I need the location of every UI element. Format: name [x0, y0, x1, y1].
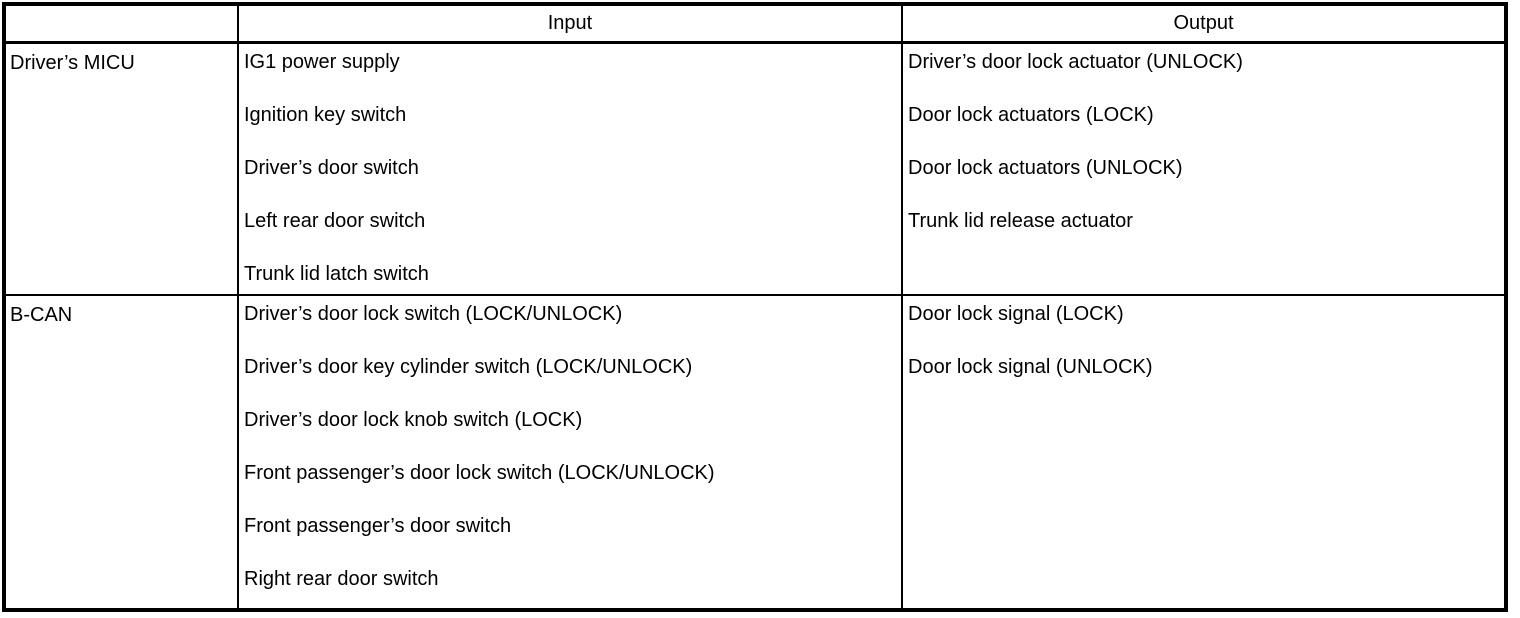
input-item: Trunk lid latch switch	[244, 263, 429, 285]
input-item: Front passenger’s door lock switch (LOCK…	[244, 462, 715, 484]
output-item: Door lock signal (LOCK)	[908, 303, 1124, 325]
input-item: Driver’s door switch	[244, 157, 419, 179]
row-label-drivers-micu: Driver’s MICU	[6, 44, 239, 296]
input-item: Driver’s door lock switch (LOCK/UNLOCK)	[244, 303, 623, 325]
input-item: Driver’s door key cylinder switch (LOCK/…	[244, 356, 693, 378]
input-item: Ignition key switch	[244, 104, 407, 126]
output-item: Door lock signal (UNLOCK)	[908, 356, 1153, 378]
output-item: Driver’s door lock actuator (UNLOCK)	[908, 51, 1243, 73]
output-cell-b-can: Door lock signal (LOCK) Door lock signal…	[903, 296, 1504, 608]
micu-input-output-table: Input Output Driver’s MICU IG1 power sup…	[2, 2, 1508, 612]
input-cell-b-can: Driver’s door lock switch (LOCK/UNLOCK) …	[239, 296, 903, 608]
column-header-output: Output	[903, 6, 1504, 44]
row-label-b-can: B-CAN	[6, 296, 239, 608]
input-item: Front passenger’s door switch	[244, 515, 512, 537]
input-item: Left rear door switch	[244, 210, 426, 232]
column-header-input: Input	[239, 6, 903, 44]
output-item: Trunk lid release actuator	[908, 210, 1133, 232]
output-item: Door lock actuators (LOCK)	[908, 104, 1154, 126]
output-cell-drivers-micu: Driver’s door lock actuator (UNLOCK) Doo…	[903, 44, 1504, 296]
output-item: Door lock actuators (UNLOCK)	[908, 157, 1183, 179]
input-cell-drivers-micu: IG1 power supply Ignition key switch Dri…	[239, 44, 903, 296]
input-item: Right rear door switch	[244, 568, 439, 590]
input-item: Driver’s door lock knob switch (LOCK)	[244, 409, 583, 431]
table-corner-cell	[6, 6, 239, 44]
input-item: IG1 power supply	[244, 51, 400, 73]
